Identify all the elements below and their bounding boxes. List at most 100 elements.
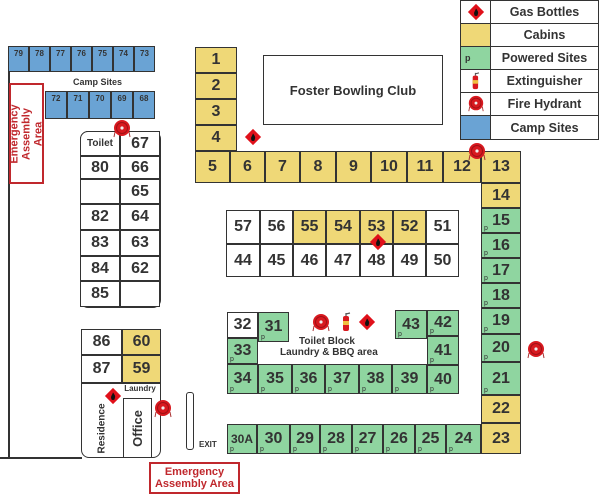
site-86[interactable]: 86 — [81, 329, 122, 355]
site-10[interactable]: 10 — [371, 151, 407, 183]
office[interactable]: Office — [124, 398, 152, 458]
camp-site-70[interactable]: 70 — [89, 91, 111, 119]
site-59[interactable]: 59 — [122, 355, 161, 383]
site-1[interactable]: 1 — [195, 47, 237, 73]
site-50[interactable]: 50 — [426, 244, 459, 277]
site-11[interactable]: 11 — [407, 151, 443, 183]
site-4[interactable]: 4 — [195, 125, 237, 151]
camp-site-77[interactable]: 77 — [50, 46, 71, 72]
site-87[interactable]: 87 — [81, 355, 122, 383]
site-52[interactable]: 52 — [393, 210, 426, 244]
camp-site-78[interactable]: 78 — [29, 46, 50, 72]
site-6[interactable]: 6 — [230, 151, 265, 183]
site-number: 4 — [211, 129, 221, 146]
camp-site-68[interactable]: 68 — [133, 91, 155, 119]
site-55[interactable]: 55 — [293, 210, 326, 244]
site-8[interactable]: 8 — [300, 151, 336, 183]
site-63[interactable]: 63 — [120, 230, 160, 256]
camp-site-74[interactable]: 74 — [113, 46, 134, 72]
site-3[interactable]: 3 — [195, 99, 237, 125]
site-23[interactable]: 23 — [481, 423, 521, 454]
site-84[interactable]: 84 — [80, 256, 120, 281]
site-46[interactable]: 46 — [293, 244, 326, 277]
camp-site-75[interactable]: 75 — [92, 46, 113, 72]
site-44[interactable]: 44 — [226, 244, 260, 277]
laundry-divider — [81, 383, 161, 385]
site-7[interactable]: 7 — [265, 151, 300, 183]
gas-bottle-icon — [369, 233, 387, 256]
legend-item-cabins: Cabins — [461, 24, 598, 47]
site-5[interactable]: 5 — [195, 151, 230, 183]
site-85[interactable]: 85 — [80, 281, 120, 307]
camp-site-71[interactable]: 71 — [67, 91, 89, 119]
site-66[interactable]: 66 — [120, 156, 160, 179]
site-65[interactable]: 65 — [120, 179, 160, 204]
site-64[interactable]: 64 — [120, 204, 160, 230]
site-80[interactable]: 80 — [80, 156, 120, 179]
site-32[interactable]: 32 — [227, 312, 258, 338]
site-54[interactable]: 54 — [326, 210, 360, 244]
site-49[interactable]: 49 — [393, 244, 426, 277]
site-22[interactable]: 22 — [481, 395, 521, 423]
site-number: 60 — [132, 333, 151, 350]
camp-site-72[interactable]: 72 — [45, 91, 67, 119]
fire-hydrant-icon — [112, 119, 132, 144]
site-45[interactable]: 45 — [260, 244, 293, 277]
site-67[interactable]: 67 — [120, 131, 160, 156]
site-62[interactable]: 62 — [120, 256, 160, 281]
site-57[interactable]: 57 — [226, 210, 260, 244]
camp-site-76[interactable]: 76 — [71, 46, 92, 72]
emergency-assembly-label: Emergency Assembly Area — [8, 103, 45, 164]
site-56[interactable]: 56 — [260, 210, 293, 244]
site-51[interactable]: 51 — [426, 210, 459, 244]
site-13[interactable]: 13 — [481, 151, 521, 183]
powered-marker: p — [484, 225, 488, 232]
site-83[interactable]: 83 — [80, 230, 120, 256]
site-14[interactable]: 14 — [481, 183, 521, 208]
site-2[interactable]: 2 — [195, 73, 237, 99]
site-number: 25 — [421, 430, 440, 447]
site-48[interactable]: 48 — [360, 244, 393, 277]
site-47[interactable]: 47 — [326, 244, 360, 277]
camp-site-73[interactable]: 73 — [134, 46, 155, 72]
camp-site-79[interactable]: 79 — [8, 46, 29, 72]
site-9[interactable]: 9 — [336, 151, 371, 183]
site-number: 43 — [402, 315, 420, 333]
site-number: 59 — [132, 360, 151, 377]
site-53[interactable]: 53 — [360, 210, 393, 244]
site-60[interactable]: 60 — [122, 329, 161, 355]
camp-site-69[interactable]: 69 — [111, 91, 133, 119]
site-82[interactable]: 82 — [80, 204, 120, 230]
powered-marker: p — [230, 356, 234, 363]
powered-marker: p — [230, 446, 234, 453]
blank-site — [80, 179, 120, 204]
site-number: 39 — [400, 370, 419, 387]
